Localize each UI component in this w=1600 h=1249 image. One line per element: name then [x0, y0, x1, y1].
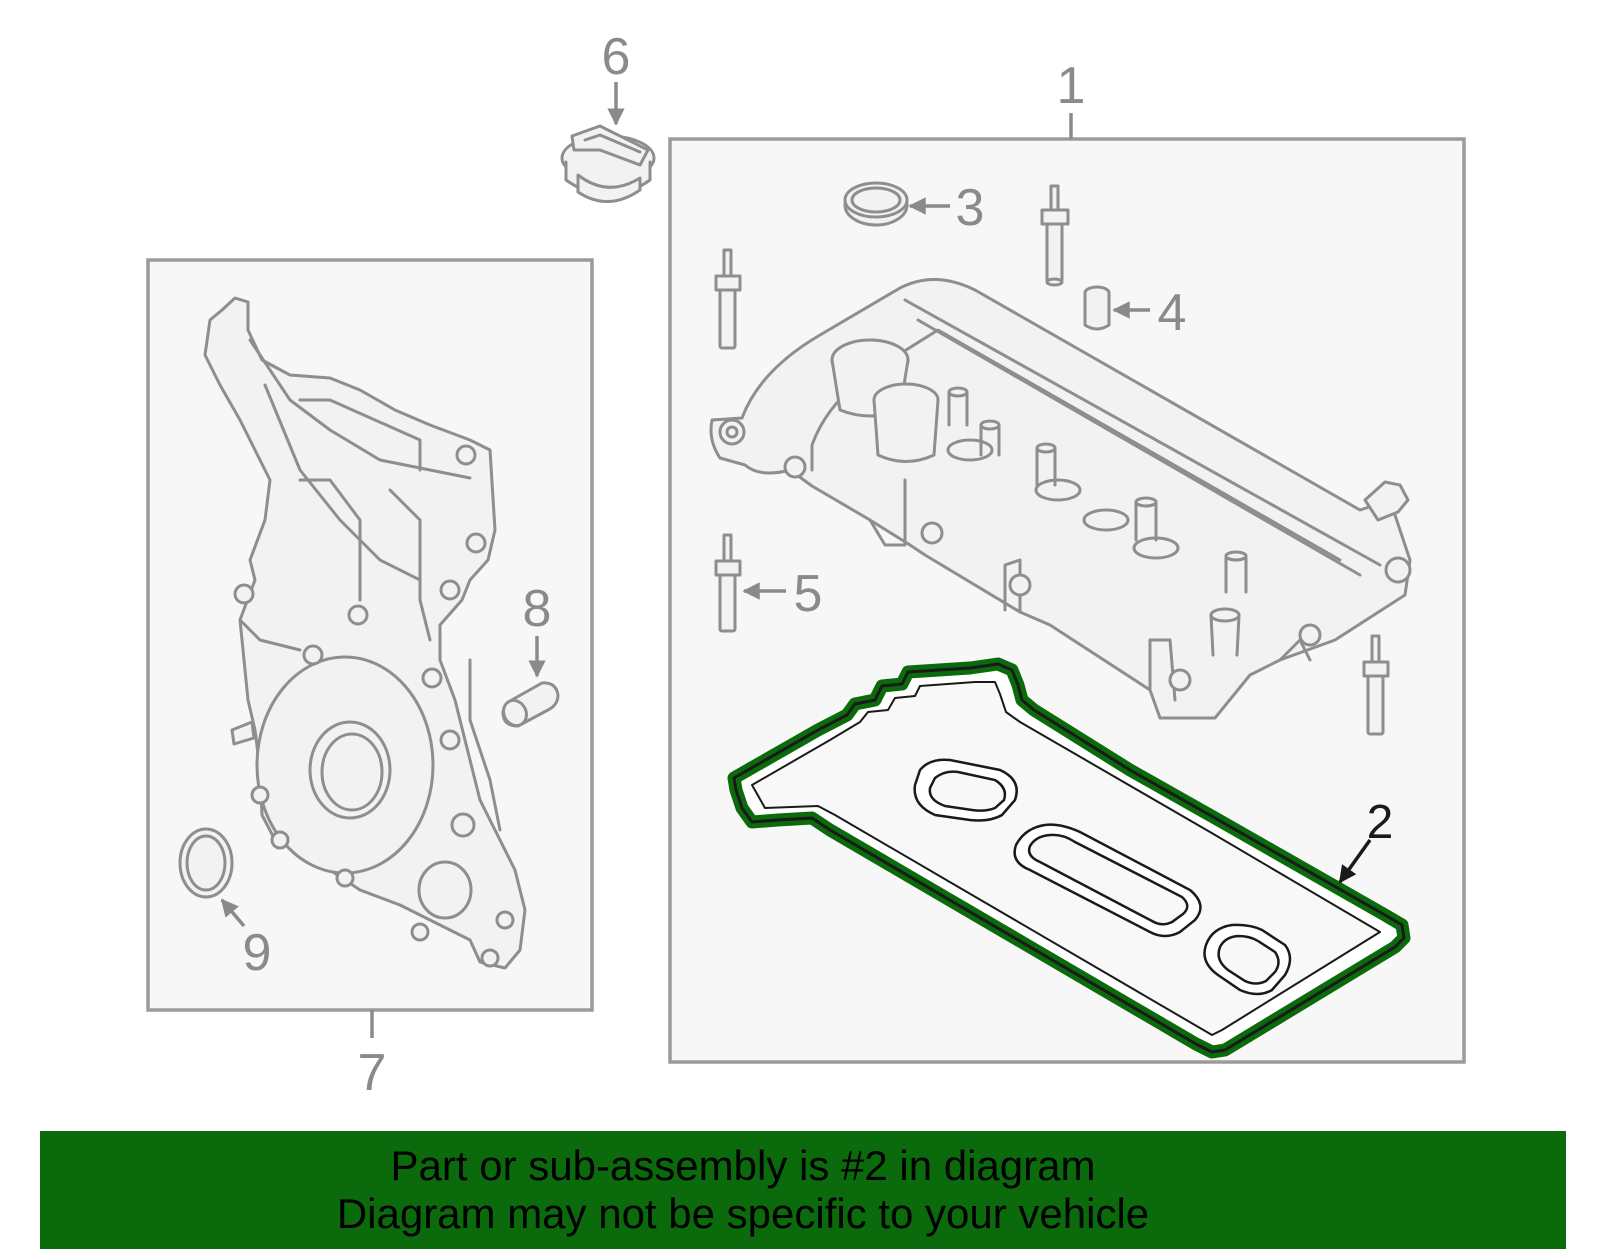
callout-9-leader — [220, 898, 246, 928]
callout-7: 7 — [358, 1044, 387, 1102]
callout-3: 3 — [956, 179, 985, 237]
callout-4: 4 — [1158, 284, 1187, 342]
callout-2-leader — [1338, 838, 1372, 884]
bushing — [1083, 285, 1111, 331]
stud-bolt-top — [1040, 184, 1070, 287]
callout-8: 8 — [523, 580, 552, 638]
seal-ring — [843, 181, 909, 227]
oil-filler-cap — [560, 124, 656, 203]
callout-9: 9 — [243, 924, 272, 982]
stud-bolt-right — [1362, 634, 1390, 736]
stud-bolt-left — [714, 248, 742, 350]
banner-line-1: Part or sub-assembly is #2 in diagram — [390, 1141, 1096, 1189]
dowel — [501, 681, 560, 728]
valve-cover — [709, 278, 1412, 720]
info-banner: Part or sub-assembly is #2 in diagram Di… — [40, 1131, 1566, 1249]
banner-line-2: Diagram may not be specific to your vehi… — [336, 1190, 1150, 1237]
callout-6: 6 — [602, 28, 631, 86]
stud-bolt-5 — [714, 533, 742, 633]
callout-2: 2 — [1367, 796, 1394, 849]
callout-5: 5 — [794, 565, 823, 623]
callout-1: 1 — [1057, 57, 1086, 115]
front-seal — [178, 827, 234, 899]
timing-cover — [203, 296, 527, 970]
valve-cover-gasket — [727, 657, 1411, 1059]
